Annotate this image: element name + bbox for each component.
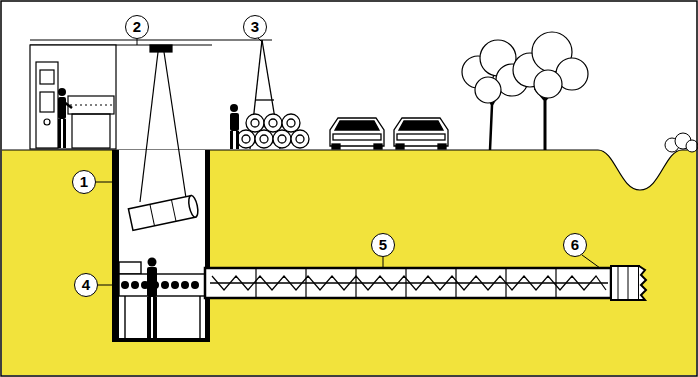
callout-number: 2 (125, 15, 149, 39)
shaft (112, 150, 210, 342)
pipe-store (237, 40, 309, 149)
operator-figure (58, 88, 72, 148)
crane-building (30, 40, 272, 202)
callout-number: 6 (563, 233, 587, 257)
hanging-pipe (128, 195, 199, 231)
car (394, 118, 448, 149)
bush (665, 133, 698, 152)
worker-figure (230, 104, 239, 149)
cutting-head (611, 266, 646, 300)
callout-number: 1 (72, 170, 96, 194)
ground (2, 150, 696, 375)
callout-number: 3 (243, 15, 267, 39)
tree (462, 32, 588, 150)
shaft-worker-figure (147, 258, 157, 339)
car (330, 118, 384, 149)
callout-number: 4 (74, 273, 98, 297)
pipe-string (205, 268, 611, 298)
callout-number: 5 (371, 233, 395, 257)
jacking-station (119, 262, 207, 338)
leader-line (96, 38, 600, 285)
